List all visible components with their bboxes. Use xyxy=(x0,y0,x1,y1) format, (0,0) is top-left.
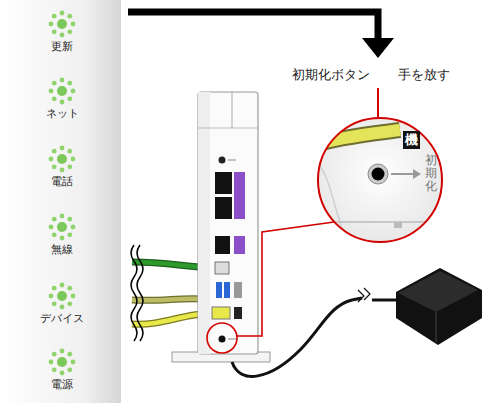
arrow-head xyxy=(413,169,421,179)
router xyxy=(172,92,270,362)
led xyxy=(49,283,76,310)
highlight-circle xyxy=(207,323,237,353)
led xyxy=(49,214,76,241)
callout-label: 初期化ボタン xyxy=(292,66,370,84)
indicator-label: ネット xyxy=(12,106,112,121)
direction-arrow xyxy=(391,173,414,175)
zoom-border xyxy=(318,118,442,242)
button-ring xyxy=(368,164,388,184)
indicator-label: 電話 xyxy=(12,174,112,189)
label-tag: 機 xyxy=(403,131,420,149)
power-adapter xyxy=(396,268,482,345)
pointer-arrow xyxy=(128,12,378,40)
break-mark xyxy=(137,245,143,341)
zoom-leader xyxy=(237,222,334,336)
led xyxy=(49,146,76,173)
led xyxy=(49,78,76,105)
reset-button xyxy=(372,168,385,181)
led xyxy=(49,349,76,376)
direction-label: 初期化 xyxy=(425,154,437,194)
power-cable xyxy=(232,298,362,376)
indicator-label: デバイス xyxy=(12,311,112,326)
tag-text: 機 xyxy=(405,132,418,148)
indicator-label: 更新 xyxy=(12,39,112,54)
arrow-head xyxy=(362,38,394,58)
led-panel xyxy=(0,0,121,403)
break-mark xyxy=(131,245,137,341)
indicator-label: 無線 xyxy=(12,242,112,257)
break-mark xyxy=(358,288,370,302)
led xyxy=(49,11,76,38)
callout-label: 手を放す xyxy=(398,66,450,84)
power-cable xyxy=(372,299,396,302)
indicator-label: 電源 xyxy=(12,377,112,392)
zoom-detail xyxy=(300,130,460,236)
